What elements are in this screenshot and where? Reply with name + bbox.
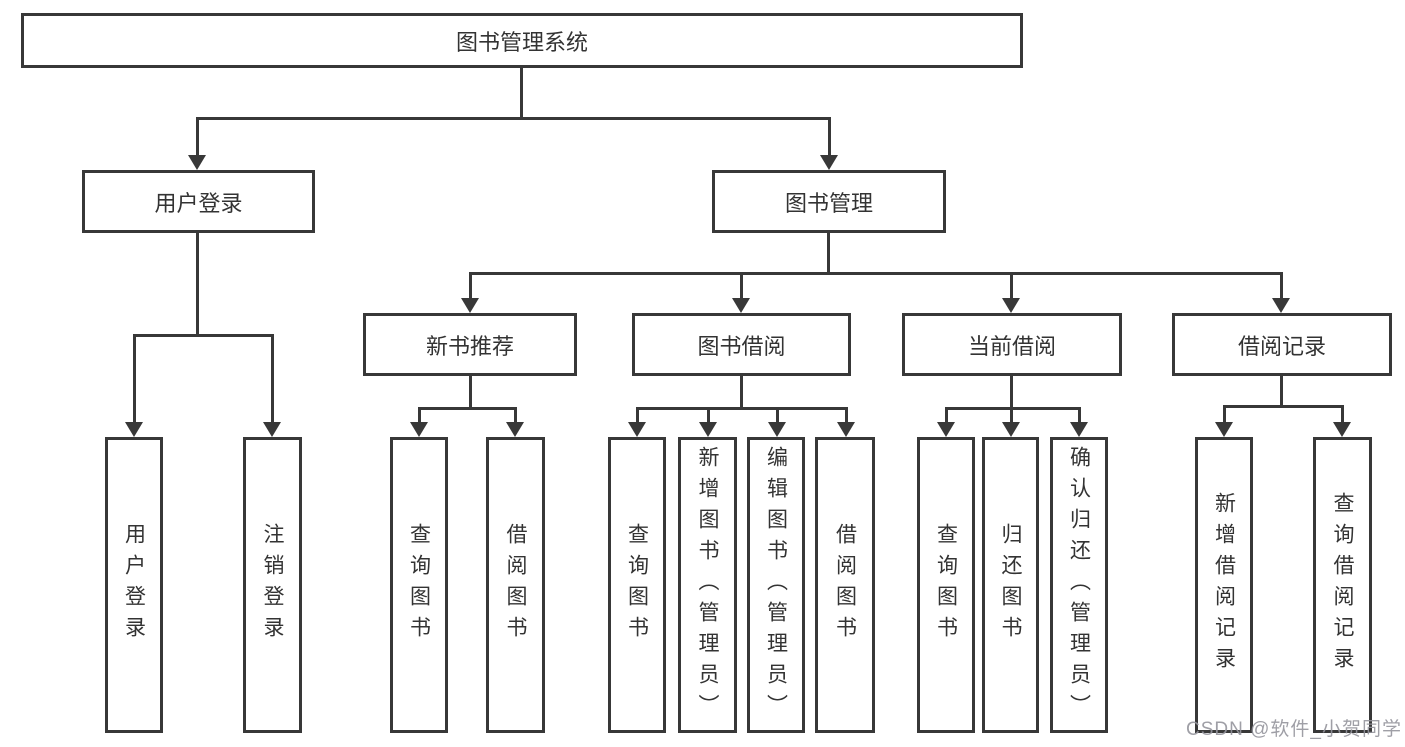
leaf-edit-books-admin: 编辑图书（管理员） [747, 437, 805, 733]
connector-arrow-line [271, 334, 274, 429]
leaf-user-login: 用户登录 [105, 437, 163, 733]
connector-arrow-line [1078, 407, 1081, 429]
arrowhead-down-icon [628, 422, 646, 437]
leaf-borrow-books-borrowing: 借阅图书 [815, 437, 875, 733]
connector-current-borrow-rail [945, 407, 1081, 410]
arrowhead-down-icon [837, 422, 855, 437]
connector-root-stub [520, 68, 523, 117]
arrowhead-down-icon [937, 422, 955, 437]
connector-arrow-line [133, 334, 136, 429]
leaf-query-borrow-record: 查询借阅记录 [1313, 437, 1372, 733]
connector-arrow-line [1280, 272, 1283, 304]
connector-arrow-line [1010, 272, 1013, 304]
arrowhead-down-icon [1070, 422, 1088, 437]
arrowhead-down-icon [1002, 422, 1020, 437]
node-book-management: 图书管理 [712, 170, 946, 233]
connector-arrow-line [845, 407, 848, 429]
leaf-confirm-return-admin: 确认归还（管理员） [1050, 437, 1108, 733]
connector-arrow-line [1223, 405, 1226, 429]
connector-borrow-record-rail [1223, 405, 1344, 408]
connector-borrow-record-stub [1280, 376, 1283, 405]
arrowhead-down-icon [506, 422, 524, 437]
connector-new-book-stub [469, 376, 472, 407]
connector-level2-rail [469, 272, 1283, 275]
connector-arrow-line [196, 117, 199, 162]
connector-user-login-rail [133, 334, 274, 337]
connector-arrow-line [1341, 405, 1344, 429]
arrowhead-down-icon [732, 298, 750, 313]
arrowhead-down-icon [768, 422, 786, 437]
connector-arrow-line [1010, 407, 1013, 429]
arrowhead-down-icon [125, 422, 143, 437]
leaf-logout: 注销登录 [243, 437, 302, 733]
arrowhead-down-icon [1333, 422, 1351, 437]
node-library-management-system: 图书管理系统 [21, 13, 1023, 68]
connector-new-book-rail [418, 407, 517, 410]
leaf-add-borrow-record: 新增借阅记录 [1195, 437, 1253, 733]
arrowhead-down-icon [263, 422, 281, 437]
node-user-login: 用户登录 [82, 170, 315, 233]
leaf-add-books-admin: 新增图书（管理员） [678, 437, 737, 733]
csdn-watermark: CSDN @软件_小贺同学 [1186, 719, 1402, 740]
connector-book-borrow-rail [636, 407, 848, 410]
connector-current-borrow-stub [1010, 376, 1013, 407]
arrowhead-down-icon [1002, 298, 1020, 313]
connector-arrow-line [828, 117, 831, 162]
node-new-book-recommendation: 新书推荐 [363, 313, 577, 376]
arrowhead-down-icon [410, 422, 428, 437]
connector-user-login-stub [196, 233, 199, 334]
leaf-query-books-current: 查询图书 [917, 437, 975, 733]
connector-arrow-line [740, 272, 743, 304]
connector-arrow-line [418, 407, 421, 429]
connector-arrow-line [707, 407, 710, 429]
leaf-query-books-borrowing: 查询图书 [608, 437, 666, 733]
node-current-borrowing: 当前借阅 [902, 313, 1122, 376]
leaf-borrow-books-recommend: 借阅图书 [486, 437, 545, 733]
arrowhead-down-icon [188, 155, 206, 170]
arrowhead-down-icon [699, 422, 717, 437]
node-borrowing-records: 借阅记录 [1172, 313, 1392, 376]
connector-book-borrow-stub [740, 376, 743, 407]
connector-arrow-line [776, 407, 779, 429]
arrowhead-down-icon [1272, 298, 1290, 313]
connector-arrow-line [514, 407, 517, 429]
connector-arrow-line [945, 407, 948, 429]
node-book-borrowing: 图书借阅 [632, 313, 851, 376]
leaf-return-books: 归还图书 [982, 437, 1039, 733]
connector-book-mgmt-stub [827, 233, 830, 272]
connector-level1-rail [196, 117, 831, 120]
arrowhead-down-icon [461, 298, 479, 313]
arrowhead-down-icon [820, 155, 838, 170]
arrowhead-down-icon [1215, 422, 1233, 437]
connector-arrow-line [636, 407, 639, 429]
leaf-query-books-recommend: 查询图书 [390, 437, 448, 733]
connector-arrow-line [469, 272, 472, 304]
